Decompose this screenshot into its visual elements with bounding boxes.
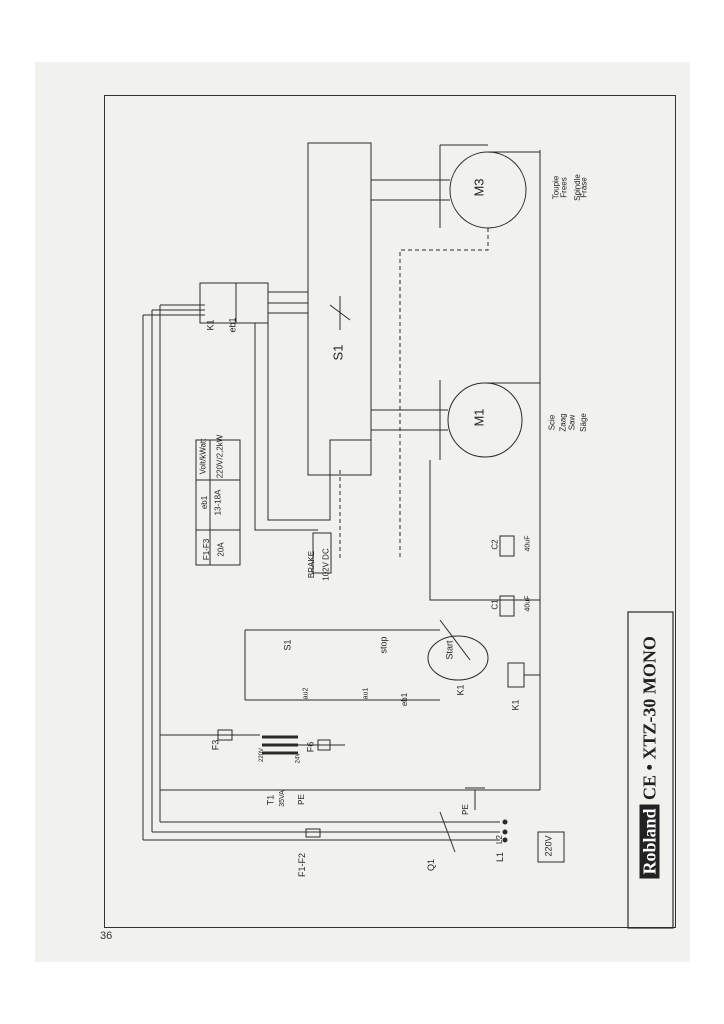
m1-label: M1 <box>471 408 487 427</box>
start-label: Start <box>444 640 455 660</box>
control-loop <box>244 629 440 701</box>
brake-voltage: 102V DC <box>321 548 331 581</box>
f6-label: F6 <box>305 741 316 753</box>
q1-label: Q1 <box>426 858 437 872</box>
t1-secondary: 24V <box>295 752 302 764</box>
k1-coil <box>507 662 525 688</box>
k1-contact-label: K1 <box>455 684 466 696</box>
k1-label: K1 <box>205 319 216 331</box>
f3-label: F3 <box>210 739 221 751</box>
eb1-control-label: eb1 <box>400 692 410 707</box>
t1-primary: 220V <box>259 747 266 763</box>
s1-control-label: S1 <box>282 639 293 651</box>
l1-label: L1 <box>495 851 506 863</box>
m1-name-3: Säge <box>578 413 588 432</box>
wire-caps <box>429 460 540 601</box>
mech-link-m3 <box>399 228 489 560</box>
c2-capacitor <box>499 535 515 557</box>
f6-fuse <box>317 739 331 751</box>
m1-name-2: Saw <box>567 414 577 431</box>
spec-value-0: 220V/2,2kW <box>215 434 225 479</box>
f1-f2-label: F1-F2 <box>297 852 308 878</box>
t1-transformer <box>262 735 298 755</box>
au2-label: au2 <box>302 687 310 700</box>
m1-name-0: Scie <box>547 414 557 431</box>
c1-value: 40uF <box>524 595 532 612</box>
wire-to-brake <box>254 323 318 531</box>
m3-name-3: Fräse <box>579 177 589 198</box>
wire-m3-return <box>439 144 488 228</box>
m3-label: M3 <box>471 178 487 197</box>
f3-fuse <box>217 729 233 741</box>
supply-voltage: 220V <box>543 835 554 857</box>
wire-t1 <box>160 744 540 791</box>
c1-label: C1 <box>490 599 500 610</box>
spec-value-1: 13-18A <box>213 489 223 516</box>
brake-coil <box>312 532 332 574</box>
c2-value: 40uF <box>524 535 532 552</box>
start-switch <box>439 619 471 661</box>
pe-ground <box>465 787 485 810</box>
supply-voltage-box <box>537 831 565 863</box>
spec-value-2: 20A <box>216 542 226 557</box>
k1-coil-label: K1 <box>510 699 521 711</box>
m1-names: Scie Zaag Saw Säge <box>500 390 590 460</box>
spec-header-1: eb1 <box>200 495 210 510</box>
mains-wires <box>143 821 500 841</box>
spec-header-2: F1-F3 <box>202 538 212 561</box>
spec-header-0: Volt/kWatt <box>198 438 208 475</box>
title-block-text: Robland CE • XTZ-30 MONO <box>639 636 661 879</box>
terminal-pe <box>502 837 508 843</box>
m1-name-1: Zaag <box>558 413 568 432</box>
s1-contact-blade <box>329 304 351 321</box>
spec-table-frame <box>195 439 241 566</box>
pe-label-mains: PE <box>460 804 470 815</box>
c1-capacitor <box>499 595 515 617</box>
t1-rating: 35VA <box>278 790 286 807</box>
page-number: 36 <box>100 930 113 942</box>
t1-label: T1 <box>265 794 276 806</box>
q1-switch <box>439 811 456 853</box>
c2-label: C2 <box>490 539 500 550</box>
page-frame <box>104 95 676 928</box>
start-button-outline <box>427 635 489 681</box>
m3-name-1: Frees <box>559 177 569 198</box>
m3-names: Toupie Frees Spindle Fräse <box>500 155 590 225</box>
eb1-label: eb1 <box>227 317 238 333</box>
f1-f2-fuse <box>305 828 321 838</box>
scanned-page <box>35 62 690 962</box>
model-title: CE • XTZ-30 MONO <box>639 636 660 800</box>
wire-to-m1 <box>267 323 371 521</box>
pe-label-t1: PE <box>296 794 306 805</box>
brand-logo: Robland <box>639 804 660 879</box>
l2-label: L2 <box>494 835 504 844</box>
terminal-l2 <box>502 829 508 835</box>
au1-label: au1 <box>362 687 370 700</box>
stop-label: stop <box>378 636 389 654</box>
s1-switch-block <box>307 142 372 476</box>
s1-label: S1 <box>330 344 346 361</box>
terminal-l1 <box>502 819 508 825</box>
brake-label: BRAKE <box>307 550 317 579</box>
title-block <box>627 611 674 929</box>
